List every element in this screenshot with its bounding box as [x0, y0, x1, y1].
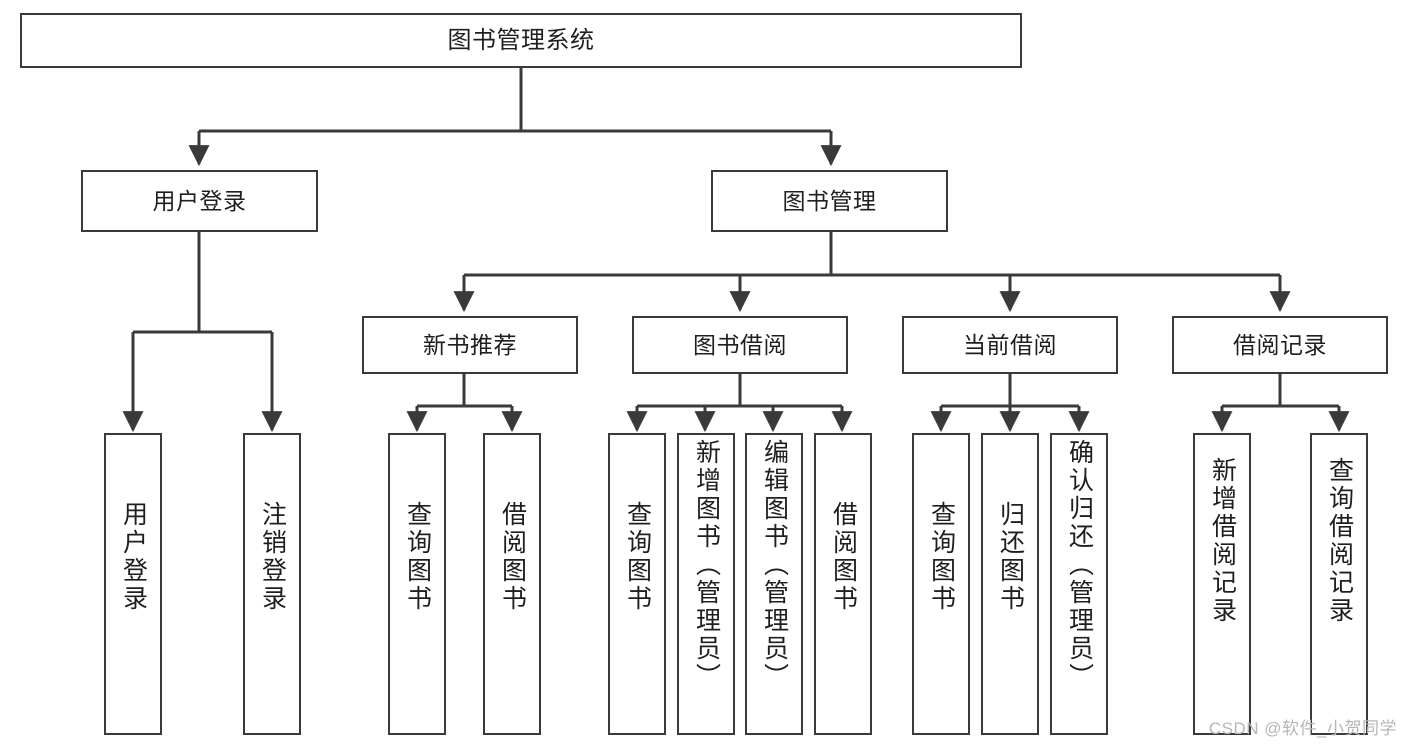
- node-label: 编辑图书（管理员）: [760, 439, 789, 691]
- node-label: 查询图书: [623, 501, 652, 613]
- node-label: 借阅图书: [829, 501, 858, 613]
- leaf-query-book-current[interactable]: 查询图书: [912, 433, 970, 735]
- leaf-return-book[interactable]: 归还图书: [981, 433, 1039, 735]
- node-label: 归还图书: [996, 501, 1025, 613]
- node-borrow-record[interactable]: 借阅记录: [1172, 316, 1388, 374]
- leaf-user-login[interactable]: 用户登录: [104, 433, 162, 735]
- node-label: 新增借阅记录: [1208, 457, 1237, 625]
- node-label: 确认归还（管理员）: [1065, 439, 1094, 691]
- node-label: 借阅图书: [498, 501, 527, 613]
- leaf-query-borrow-record[interactable]: 查询借阅记录: [1310, 433, 1368, 735]
- node-book-manage[interactable]: 图书管理: [711, 170, 948, 232]
- node-label: 新书推荐: [423, 331, 517, 358]
- node-label: 新增图书（管理员）: [692, 439, 721, 691]
- node-label: 借阅记录: [1233, 331, 1327, 358]
- node-book-borrow[interactable]: 图书借阅: [632, 316, 848, 374]
- node-system-root[interactable]: 图书管理系统: [20, 13, 1022, 68]
- leaf-confirm-return[interactable]: 确认归还（管理员）: [1050, 433, 1108, 735]
- leaf-borrow-book[interactable]: 借阅图书: [814, 433, 872, 735]
- node-label: 图书借阅: [693, 331, 787, 358]
- leaf-add-borrow-record[interactable]: 新增借阅记录: [1193, 433, 1251, 735]
- node-current-borrow[interactable]: 当前借阅: [902, 316, 1118, 374]
- leaf-query-book-borrow[interactable]: 查询图书: [608, 433, 666, 735]
- leaf-add-book[interactable]: 新增图书（管理员）: [677, 433, 735, 735]
- leaf-logout-login[interactable]: 注销登录: [243, 433, 301, 735]
- leaf-borrow-book-recommend[interactable]: 借阅图书: [483, 433, 541, 735]
- node-label: 查询借阅记录: [1325, 457, 1354, 625]
- node-user-login[interactable]: 用户登录: [81, 170, 318, 232]
- node-label: 查询图书: [927, 501, 956, 613]
- leaf-edit-book[interactable]: 编辑图书（管理员）: [745, 433, 803, 735]
- node-label: 用户登录: [119, 501, 148, 613]
- node-label: 当前借阅: [963, 331, 1057, 358]
- csdn-watermark: CSDN @软件_小贺同学: [1208, 719, 1397, 738]
- node-label: 用户登录: [152, 187, 247, 214]
- node-label: 查询图书: [403, 501, 432, 613]
- leaf-query-book-recommend[interactable]: 查询图书: [388, 433, 446, 735]
- node-label: 图书管理系统: [447, 26, 595, 54]
- node-new-book-recommend[interactable]: 新书推荐: [362, 316, 578, 374]
- node-label: 注销登录: [258, 501, 287, 613]
- node-label: 图书管理: [782, 187, 877, 214]
